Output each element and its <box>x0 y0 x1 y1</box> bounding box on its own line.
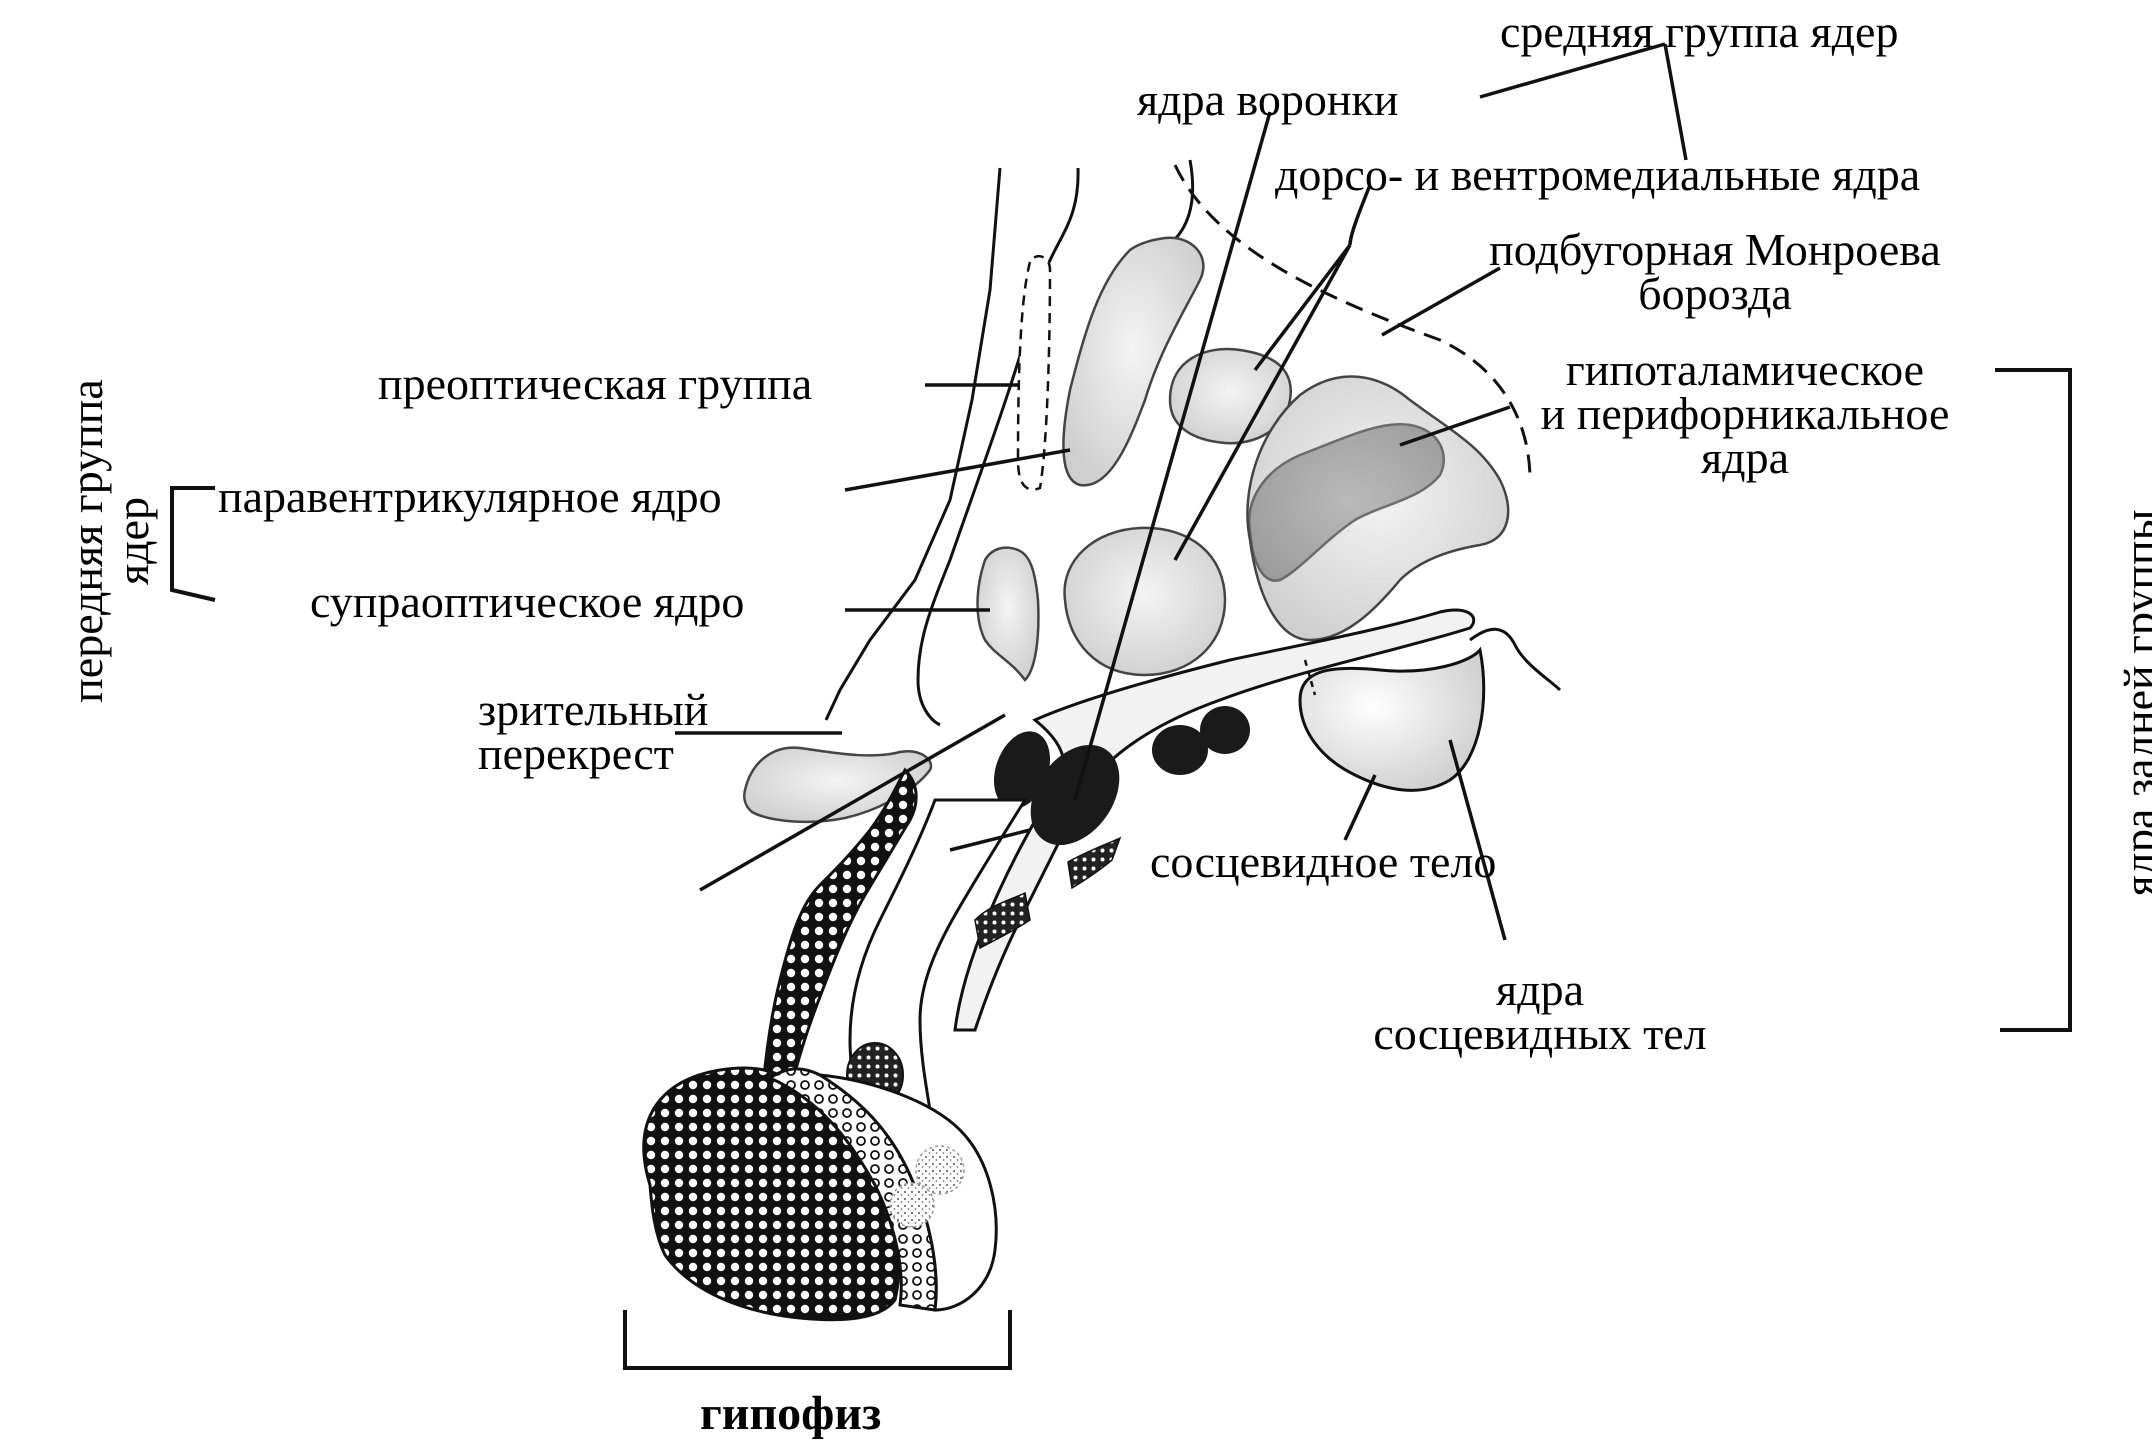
perifornical-nucleus <box>1248 422 1445 582</box>
label-middle-group: средняя группа ядер <box>1500 6 1899 57</box>
label-pituitary: гипофиз <box>700 1387 882 1440</box>
label-hypothalamic-line3: ядра <box>1701 432 1789 483</box>
pituitary-gland <box>642 1066 998 1322</box>
dorsomedial-nucleus <box>1168 347 1293 445</box>
label-monro-sulcus-line2: борозда <box>1638 268 1792 319</box>
label-mammillary-nuclei-line1: ядра <box>1496 964 1584 1015</box>
label-anterior-group-line1: передняя группа <box>61 379 112 703</box>
preoptic-outline <box>1016 254 1052 491</box>
label-anterior-group-line2: ядер <box>107 497 158 585</box>
label-posterior-group: ядра задней группы <box>2114 509 2152 897</box>
leader-lines <box>675 42 1688 941</box>
label-optic-chiasm-line2: перекрест <box>478 728 674 779</box>
nuclei <box>743 236 1510 824</box>
ventromedial-nucleus <box>1063 526 1227 677</box>
stalk-dots-2 <box>974 891 1031 950</box>
mammillary-body-shape <box>1298 646 1486 792</box>
label-dorso-ventromedial: дорсо- и вентромедиальные ядра <box>1275 149 1921 200</box>
brackets <box>170 368 2072 1370</box>
label-paraventricular: паравентрикулярное ядро <box>218 471 722 522</box>
label-supraoptic: супраоптическое ядро <box>310 576 745 627</box>
label-optic-chiasm: зрительный перекрест <box>478 684 709 779</box>
label-hypothalamic-line2: и перифорникальное <box>1540 388 1950 439</box>
label-infundibular-nuclei: ядра воронки <box>1137 74 1399 125</box>
label-monro-sulcus: подбугорная Монроева борозда <box>1430 224 2000 319</box>
monro-sulcus <box>1173 164 1532 481</box>
label-optic-chiasm-line1: зрительный <box>478 684 709 735</box>
label-monro-sulcus-line1: подбугорная Монроева <box>1489 224 1941 275</box>
supraoptic-nucleus <box>976 546 1040 682</box>
stalk-dots-1 <box>1067 836 1122 890</box>
label-anterior-group: передняя группа ядер <box>61 341 158 741</box>
optic-chiasm-shape <box>743 746 933 824</box>
label-hypothalamic-line1: гипоталамическое <box>1565 344 1925 395</box>
label-mammillary-nuclei: ядра сосцевидных тел <box>1330 964 1750 1059</box>
label-hypothalamic: гипоталамическое и перифорникальное ядра <box>1480 344 2010 483</box>
paraventricular-nucleus <box>1062 236 1205 487</box>
label-mammillary-nuclei-line2: сосцевидных тел <box>1373 1008 1707 1059</box>
label-preoptic-group: преоптическая группа <box>378 358 813 409</box>
label-mammillary-body: сосцевидное тело <box>1150 836 1497 887</box>
